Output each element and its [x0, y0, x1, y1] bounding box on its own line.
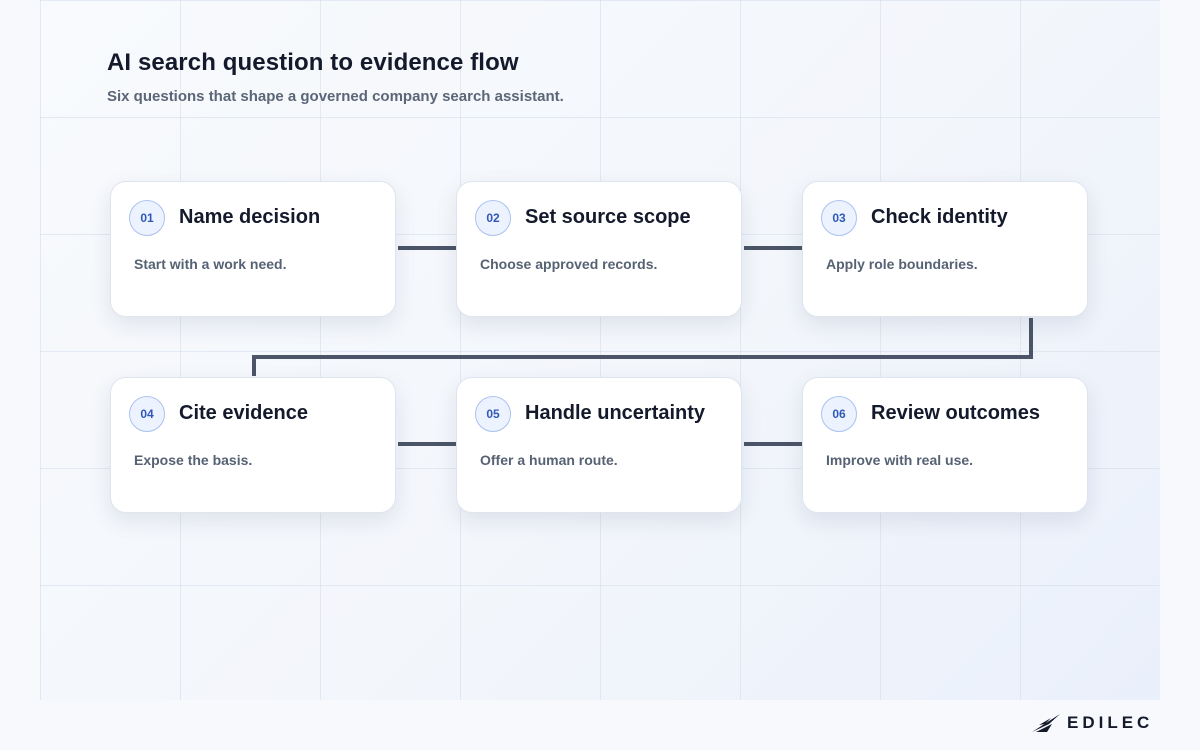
step-card: 02 Set source scope Choose approved reco…	[456, 181, 742, 317]
step-description: Apply role boundaries.	[826, 256, 978, 272]
step-number-badge: 01	[129, 200, 165, 236]
step-card: 01 Name decision Start with a work need.	[110, 181, 396, 317]
page-title: AI search question to evidence flow	[107, 49, 519, 76]
step-number-badge: 06	[821, 396, 857, 432]
brand-logo: EDILEC	[1031, 711, 1153, 735]
step-card: 06 Review outcomes Improve with real use…	[802, 377, 1088, 513]
step-title: Check identity	[871, 206, 1008, 228]
step-title: Review outcomes	[871, 402, 1040, 424]
step-card: 05 Handle uncertainty Offer a human rout…	[456, 377, 742, 513]
diagram-header: AI search question to evidence flow Six …	[107, 48, 564, 107]
step-description: Improve with real use.	[826, 452, 974, 468]
page-subtitle: Six questions that shape a governed comp…	[107, 88, 564, 105]
edilec-logo-icon	[1032, 714, 1060, 732]
step-description: Expose the basis.	[134, 452, 253, 468]
step-number-badge: 05	[475, 396, 511, 432]
step-title: Set source scope	[525, 206, 691, 228]
step-number-badge: 04	[129, 396, 165, 432]
step-number-badge: 03	[821, 200, 857, 236]
step-number-badge: 02	[475, 200, 511, 236]
step-title: Handle uncertainty	[525, 402, 706, 424]
step-description: Start with a work need.	[134, 256, 287, 272]
brand-name: EDILEC	[1067, 713, 1154, 732]
step-card: 03 Check identity Apply role boundaries.	[802, 181, 1088, 317]
step-description: Choose approved records.	[480, 256, 658, 272]
step-description: Offer a human route.	[480, 452, 618, 468]
step-title: Name decision	[179, 206, 321, 228]
step-title: Cite evidence	[179, 402, 308, 424]
step-card: 04 Cite evidence Expose the basis.	[110, 377, 396, 513]
